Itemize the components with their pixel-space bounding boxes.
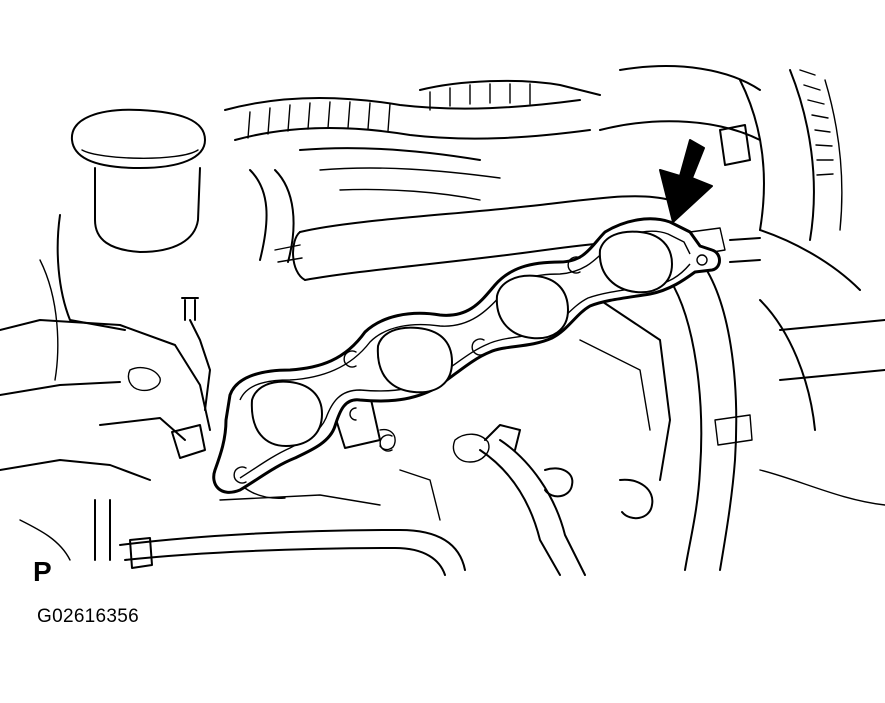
port-1 (250, 380, 324, 448)
oil-filler-cap (39, 108, 206, 381)
figure-code: G02616356 (37, 606, 140, 627)
bolt-hole-5 (379, 434, 393, 452)
view-letter: P (33, 556, 52, 587)
left-engine-block (0, 297, 211, 561)
bolt-hole-4 (233, 466, 247, 484)
bolt-hole-2 (471, 338, 485, 356)
port-4 (598, 230, 674, 294)
arrow-icon (659, 139, 713, 223)
lower-pipes (119, 299, 671, 576)
engine-background-parts (0, 65, 885, 576)
port-2 (376, 326, 454, 394)
port-3 (495, 274, 570, 340)
bolt-hole-6 (349, 407, 357, 421)
bolt-hole-3 (567, 256, 581, 274)
bolt-hole-1 (343, 350, 357, 368)
upper-hoses (224, 65, 761, 263)
bolt-eye-right (696, 254, 708, 266)
right-side-hoses (669, 69, 885, 571)
intake-manifold-gasket (212, 217, 721, 494)
